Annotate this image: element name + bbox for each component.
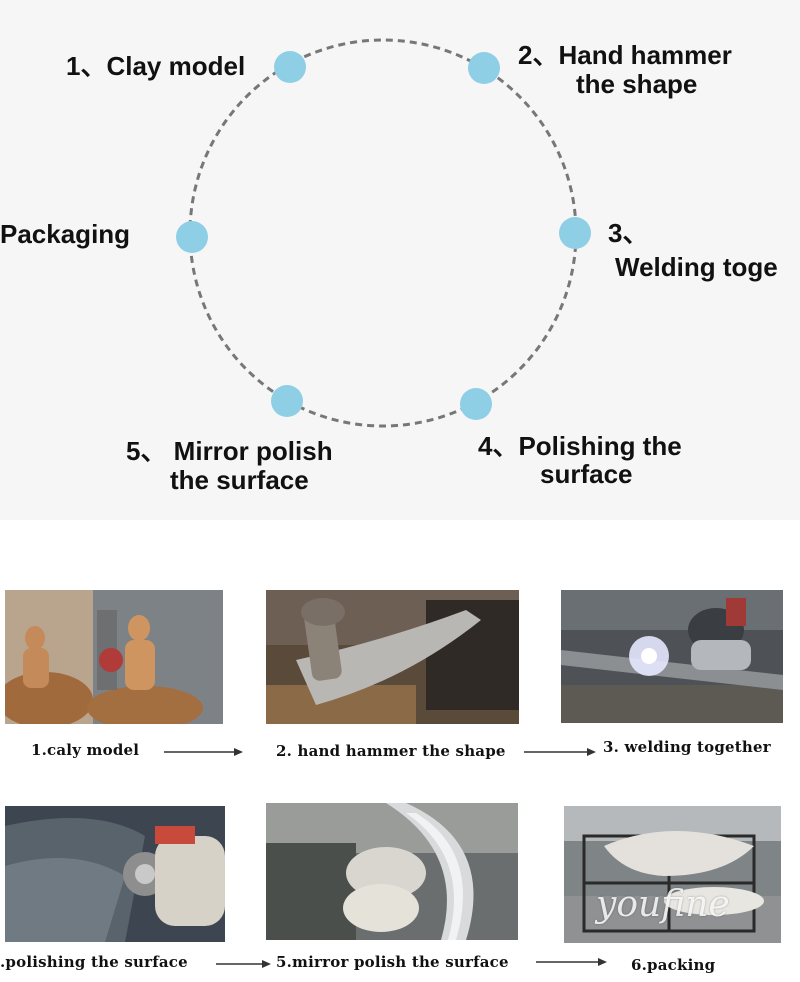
arrow-right-icon [536, 956, 608, 968]
caption-hand-hammer: 2. hand hammer the shape [276, 742, 506, 760]
step5-label-line1: 5、 Mirror polish [126, 437, 333, 466]
step4-label-line2: surface [540, 460, 633, 489]
photo-mirror-polish [266, 803, 518, 940]
caption-clay-model: 1.caly model [31, 741, 139, 759]
photo-polishing [5, 806, 225, 942]
process-cycle-diagram: 1、Clay model 2、Hand hammer the shape 3、 … [0, 0, 800, 520]
arrow-right-icon [164, 746, 244, 758]
step3-label-line2: Welding toge [615, 253, 778, 282]
photo-packing: youfine [564, 806, 781, 943]
caption-packing: 6.packing [631, 956, 715, 974]
step6-label: Packaging [0, 220, 130, 249]
step5-label-line2: the surface [170, 466, 309, 495]
step2-dot [468, 52, 500, 84]
watermark: youfine [596, 884, 730, 925]
photo-hand-hammer [266, 590, 519, 724]
step3-dot [559, 217, 591, 249]
arrow-right-icon [216, 958, 272, 970]
step5-dot [271, 385, 303, 417]
step3-label-line1: 3、 [608, 219, 648, 248]
step2-label-line2: the shape [576, 70, 697, 99]
photo-welding [561, 590, 783, 723]
step2-label-line1: 2、Hand hammer [518, 41, 732, 70]
step6-dot [176, 221, 208, 253]
caption-mirror-polish: 5.mirror polish the surface [276, 953, 509, 971]
step1-label: 1、Clay model [66, 52, 245, 81]
caption-polishing: .polishing the surface [0, 953, 188, 971]
photo-clay-model [5, 590, 223, 724]
caption-welding: 3. welding together [603, 738, 771, 756]
arrow-right-icon [524, 746, 597, 758]
step1-dot [274, 51, 306, 83]
step4-dot [460, 388, 492, 420]
step4-label-line1: 4、Polishing the [478, 432, 682, 461]
